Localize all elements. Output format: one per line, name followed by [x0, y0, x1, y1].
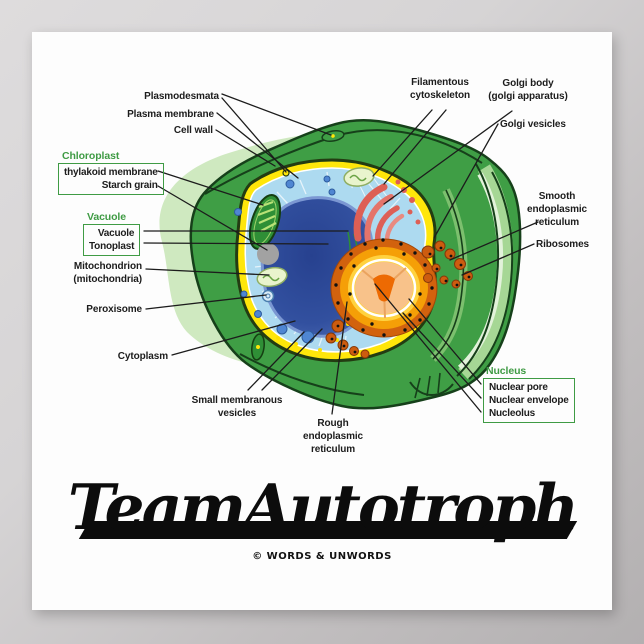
label-peroxisome: Peroxisome [86, 304, 142, 315]
smooth-er-shape [421, 240, 473, 289]
label-starch-grain: Starch grain [101, 180, 158, 191]
nucleus-group-box: Nuclear pore Nuclear envelope Nucleolus [483, 378, 575, 423]
leader-lines [143, 93, 539, 415]
label-vacuole-header: Vacuole [87, 211, 126, 223]
label-thylakoid-membrane: thylakoid membrane [64, 167, 158, 178]
label-filamentous-cytoskeleton: Filamentous cytoskeleton [410, 77, 470, 101]
label-nuclear-envelope: Nuclear envelope [489, 395, 569, 406]
plant-cell-diagram [143, 93, 539, 415]
wall-organelle [251, 333, 265, 361]
label-nuclear-pore: Nuclear pore [489, 382, 548, 393]
label-plasmodesmata: Plasmodesmata [144, 91, 219, 102]
label-ribosomes: Ribosomes [536, 239, 590, 250]
chloroplast-shape [248, 194, 282, 250]
label-golgi-vesicles: Golgi vesicles [500, 119, 566, 130]
plasmodesma-bump [282, 169, 290, 177]
label-chloroplast-header: Chloroplast [62, 150, 120, 162]
vacuole-group-box: Vacuole Tonoplast [83, 224, 141, 256]
poster-title: TeamAutotroph [32, 476, 612, 539]
rough-er-shape [325, 319, 370, 359]
poster: Plasmodesmata Plasma membrane Cell wall … [32, 32, 612, 610]
label-plasma-membrane: Plasma membrane [127, 109, 214, 120]
peroxisome-shape [261, 289, 275, 303]
label-nucleolus: Nucleolus [489, 408, 535, 419]
nucleolus-shape [373, 274, 395, 302]
label-small-membranous-vesicles: Small membranous vesicles [191, 395, 283, 419]
label-cytoplasm: Cytoplasm [117, 351, 168, 362]
nucleus-shape [330, 238, 438, 338]
label-tonoplast: Tonoplast [89, 241, 135, 252]
title-word-team: Team [67, 470, 246, 544]
label-smooth-er: Smooth endoplasmic reticulum [526, 191, 588, 228]
label-cell-wall: Cell wall [173, 125, 213, 136]
mitochondrion-shape [256, 167, 375, 288]
label-vacuole: Vacuole [97, 228, 135, 239]
smooth-er-dots [428, 246, 471, 287]
nuclear-pore-dots [334, 238, 434, 337]
chloroplast-group-box: thylakoid membrane Starch grain [58, 163, 164, 195]
golgi-apparatus-shape [353, 179, 421, 264]
copyright-credit: © WORDS & UNWORDS [252, 551, 392, 562]
starch-grain-shape [257, 243, 279, 265]
rough-er-dots [330, 324, 357, 354]
label-mitochondrion: Mitochondrion (mitochondria) [73, 261, 142, 285]
label-golgi-body: Golgi body (golgi apparatus) [488, 78, 568, 102]
label-nucleus-header: Nucleus [486, 365, 527, 377]
title-word-autotroph: Autotroph [243, 470, 579, 544]
label-rough-er: Rough endoplasmic reticulum [302, 418, 364, 455]
